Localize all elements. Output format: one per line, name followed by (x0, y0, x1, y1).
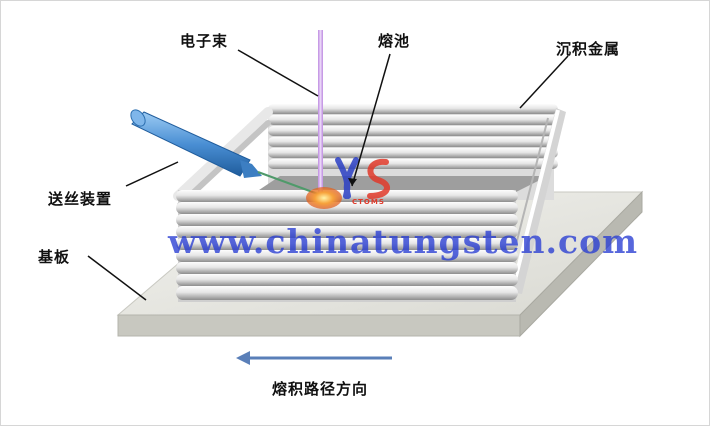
leader-metal (519, 55, 569, 109)
label-deposited-metal: 沉积金属 (556, 40, 621, 58)
electron-beam (318, 30, 323, 198)
melt-pool (306, 187, 342, 209)
front-wall (176, 190, 518, 302)
leader-feed (125, 161, 179, 187)
pool-pointer-tip (348, 178, 357, 186)
leader-beam (237, 49, 319, 97)
leader-lines (87, 49, 569, 301)
direction-arrow (236, 351, 392, 365)
website-watermark: www.chinatungsten.com (168, 222, 639, 261)
logo-caption: CTOMS (352, 198, 385, 206)
label-substrate: 基板 (38, 248, 71, 266)
leader-pool (351, 53, 391, 187)
label-deposition-direction: 熔积路径方向 (272, 380, 369, 398)
back-wall (268, 104, 558, 200)
label-melt-pool: 熔池 (378, 32, 411, 50)
label-wire-feeder: 送丝装置 (48, 190, 113, 208)
ctoms-logo (335, 157, 390, 199)
leader-substrate (87, 255, 147, 301)
wire-feed-nozzle (130, 109, 319, 195)
label-electron-beam: 电子束 (180, 32, 229, 50)
